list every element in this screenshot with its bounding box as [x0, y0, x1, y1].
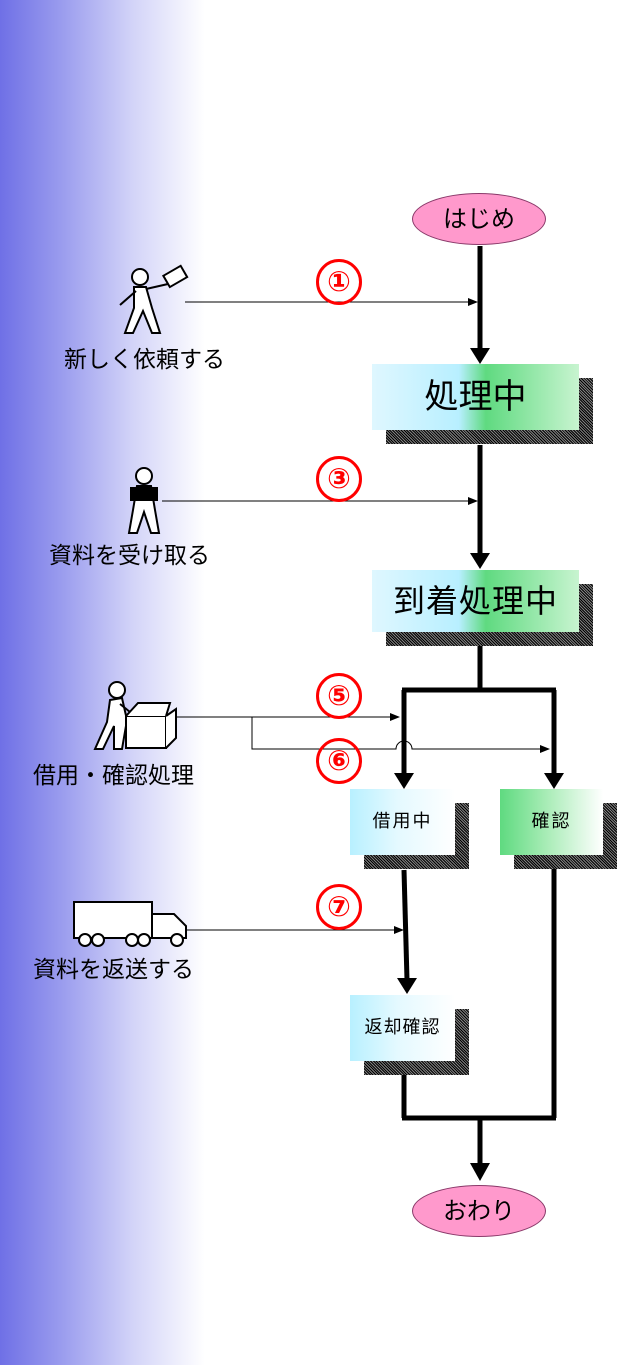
state-processing: 処理中: [372, 364, 593, 444]
arrowhead-end: [470, 1163, 490, 1181]
state-arrival-processing: 到着処理中: [372, 570, 593, 646]
state-return-confirm-label: 返却確認: [350, 995, 455, 1061]
state-processing-label: 処理中: [372, 364, 579, 430]
sidebar-gradient: [0, 0, 205, 1365]
step-number-1: ①: [316, 259, 362, 305]
state-borrowing-label: 借用中: [350, 789, 455, 855]
step-number-6: ⑥: [316, 738, 362, 784]
arrowhead-processing: [470, 348, 490, 364]
action-label-receive: 資料を受け取る: [49, 543, 210, 569]
action-label-borrow-confirm: 借用・確認処理: [33, 763, 194, 789]
arrowhead-borrowing: [394, 773, 414, 789]
action-label-return: 資料を返送する: [33, 957, 194, 983]
step-number-7: ⑦: [316, 884, 362, 930]
start-terminal: はじめ: [412, 193, 546, 245]
truck-icon: [73, 901, 187, 947]
connector-borrowing-to-return: [401, 869, 410, 981]
arrowhead-arrival: [470, 553, 490, 569]
action-arrow-confirm: [251, 717, 542, 750]
person-sending-icon: [119, 264, 189, 334]
state-confirm: 確認: [500, 789, 617, 869]
step-number-3: ③: [316, 456, 362, 502]
end-terminal: おわり: [412, 1185, 546, 1237]
person-box-icon: [93, 681, 177, 750]
step-number-5: ⑤: [316, 673, 362, 719]
state-confirm-label: 確認: [500, 789, 603, 855]
action-label-new-request: 新しく依頼する: [64, 347, 225, 373]
arrowhead-confirm: [544, 773, 564, 789]
state-borrowing: 借用中: [350, 789, 469, 869]
arrowhead-return-confirm: [397, 978, 417, 994]
state-return-confirm: 返却確認: [350, 995, 469, 1075]
person-receiving-icon: [127, 467, 161, 534]
state-arrival-processing-label: 到着処理中: [372, 570, 579, 632]
